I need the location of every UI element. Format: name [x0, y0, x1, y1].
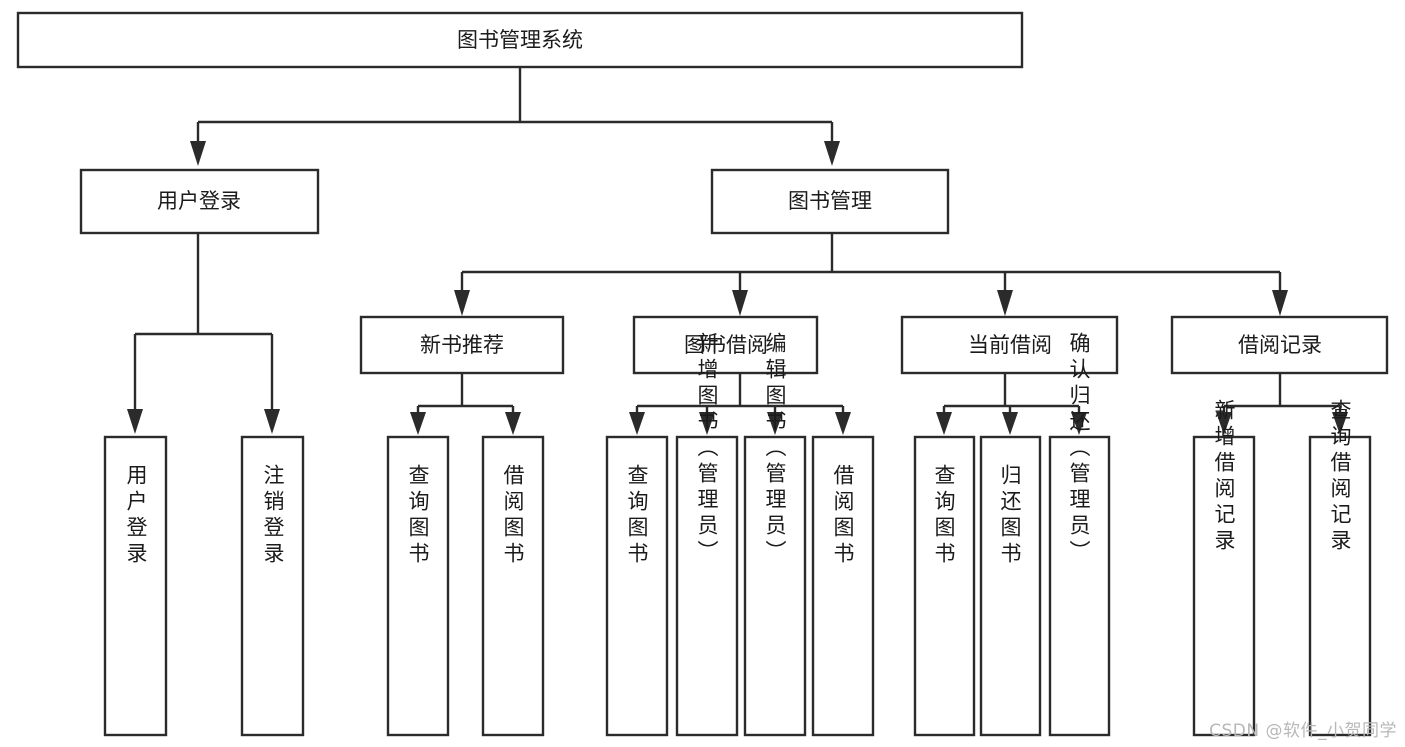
- node-root[interactable]: 图书管理系统: [16, 11, 1024, 69]
- node-user-login-box[interactable]: [79, 168, 320, 235]
- node-leaf-borrow-book-2-label: 借阅图书: [831, 464, 855, 568]
- connector-group-borrow-record-to-leaves: [1216, 373, 1348, 435]
- node-leaf-logout[interactable]: 注销登录: [240, 435, 305, 737]
- arrow-head-user-login: [190, 141, 206, 166]
- node-new-book-rec-label: 新书推荐: [420, 333, 504, 357]
- node-leaf-query-book-3[interactable]: 查询图书: [913, 435, 976, 737]
- arrow-head-current-borrow: [997, 290, 1013, 316]
- arrow-head-leaf-confirm-return: [1071, 412, 1087, 435]
- node-leaf-return-book[interactable]: 归还图书: [979, 435, 1042, 737]
- arrow-head-new-book-rec: [454, 290, 470, 316]
- node-borrow-record-box[interactable]: [1170, 315, 1389, 375]
- node-user-login-label: 用户登录: [157, 189, 241, 213]
- node-leaf-borrow-book-2-box[interactable]: [811, 435, 875, 737]
- arrow-head-leaf-query-book-3: [936, 412, 952, 435]
- arrow-head-book-manage: [824, 141, 840, 166]
- arrow-head-leaf-return-book: [1002, 412, 1018, 435]
- connector-group-new-book-rec-to-leaves: [410, 373, 521, 435]
- node-book-manage-box[interactable]: [710, 168, 950, 235]
- node-borrow-record[interactable]: 借阅记录: [1170, 315, 1389, 375]
- node-leaf-query-record-box[interactable]: [1308, 435, 1372, 737]
- node-book-borrow-box[interactable]: [632, 315, 819, 375]
- arrow-head-leaf-query-book-2: [629, 412, 645, 435]
- node-leaf-edit-book[interactable]: 编辑图书（管理员）: [743, 332, 807, 737]
- node-book-borrow[interactable]: 图书借阅: [632, 315, 819, 375]
- node-leaf-borrow-book-1[interactable]: 借阅图书: [481, 435, 545, 737]
- node-borrow-record-label: 借阅记录: [1238, 333, 1322, 357]
- arrow-head-leaf-borrow-book-2: [835, 412, 851, 435]
- node-current-borrow-label: 当前借阅: [968, 333, 1052, 357]
- node-new-book-rec-box[interactable]: [359, 315, 565, 375]
- node-leaf-user-login[interactable]: 用户登录: [103, 435, 168, 737]
- node-user-login[interactable]: 用户登录: [79, 168, 320, 235]
- node-leaf-add-record-box[interactable]: [1192, 435, 1256, 737]
- node-leaf-user-login-box[interactable]: [103, 435, 168, 737]
- arrow-head-leaf-user-login: [127, 409, 143, 434]
- arrow-head-leaf-add-book: [699, 412, 715, 435]
- node-leaf-logout-box[interactable]: [240, 435, 305, 737]
- node-leaf-return-book-box[interactable]: [979, 435, 1042, 737]
- node-leaf-query-book-2-label: 查询图书: [625, 464, 649, 568]
- node-current-borrow-box[interactable]: [900, 315, 1119, 375]
- node-leaf-add-book[interactable]: 新增图书（管理员）: [675, 332, 739, 737]
- node-book-manage-label: 图书管理: [788, 189, 872, 213]
- node-new-book-rec[interactable]: 新书推荐: [359, 315, 565, 375]
- node-book-borrow-label: 图书借阅: [684, 333, 768, 357]
- arrow-head-leaf-add-record: [1216, 412, 1232, 435]
- arrow-head-leaf-edit-book: [767, 412, 783, 435]
- node-leaf-logout-label: 注销登录: [261, 464, 285, 568]
- node-leaf-query-book-3-label: 查询图书: [932, 464, 956, 568]
- node-leaf-query-record-label: 查询借阅记录: [1328, 399, 1352, 555]
- arrow-head-leaf-logout: [264, 409, 280, 434]
- node-leaf-query-book-1[interactable]: 查询图书: [386, 435, 450, 737]
- node-leaf-add-book-box[interactable]: [675, 435, 739, 737]
- node-leaf-add-record-label: 新增借阅记录: [1212, 399, 1236, 555]
- connector-group-book-borrow-to-leaves: [629, 373, 851, 435]
- node-leaf-edit-book-label: 编辑图书（管理员）: [763, 332, 787, 566]
- connector-group-book-manage-to-level3: [454, 233, 1288, 316]
- node-current-borrow[interactable]: 当前借阅: [900, 315, 1119, 375]
- node-leaf-query-record[interactable]: 查询借阅记录: [1308, 399, 1372, 737]
- node-leaf-query-book-1-label: 查询图书: [406, 464, 430, 568]
- node-leaf-query-book-3-box[interactable]: [913, 435, 976, 737]
- node-leaf-query-book-2[interactable]: 查询图书: [605, 435, 669, 737]
- node-leaf-borrow-book-1-box[interactable]: [481, 435, 545, 737]
- node-leaf-add-record[interactable]: 新增借阅记录: [1192, 399, 1256, 737]
- arrow-head-leaf-query-record: [1332, 412, 1348, 435]
- arrow-head-borrow-record: [1272, 290, 1288, 316]
- node-leaf-edit-book-box[interactable]: [743, 435, 807, 737]
- connector-group-root-to-level2: [190, 67, 840, 166]
- node-leaf-confirm-return-box[interactable]: [1048, 435, 1111, 737]
- node-book-manage[interactable]: 图书管理: [710, 168, 950, 235]
- node-root-box[interactable]: [16, 11, 1024, 69]
- node-leaf-borrow-book-1-label: 借阅图书: [501, 464, 525, 568]
- node-leaf-return-book-label: 归还图书: [998, 464, 1022, 568]
- node-leaf-confirm-return-label: 确认归还（管理员）: [1067, 332, 1091, 566]
- node-root-label: 图书管理系统: [457, 28, 583, 52]
- arrow-head-book-borrow: [732, 290, 748, 316]
- connector-group-user-login-to-leaves: [127, 233, 280, 434]
- node-leaf-user-login-label: 用户登录: [124, 464, 148, 568]
- node-leaf-query-book-2-box[interactable]: [605, 435, 669, 737]
- node-leaf-query-book-1-box[interactable]: [386, 435, 450, 737]
- arrow-head-leaf-query-book-1: [410, 412, 426, 435]
- node-leaf-confirm-return[interactable]: 确认归还（管理员）: [1048, 332, 1111, 737]
- connector-group-current-borrow-to-leaves: [936, 373, 1087, 435]
- node-leaf-add-book-label: 新增图书（管理员）: [695, 332, 719, 566]
- arrow-head-leaf-borrow-book-1: [505, 412, 521, 435]
- node-leaf-borrow-book-2[interactable]: 借阅图书: [811, 435, 875, 737]
